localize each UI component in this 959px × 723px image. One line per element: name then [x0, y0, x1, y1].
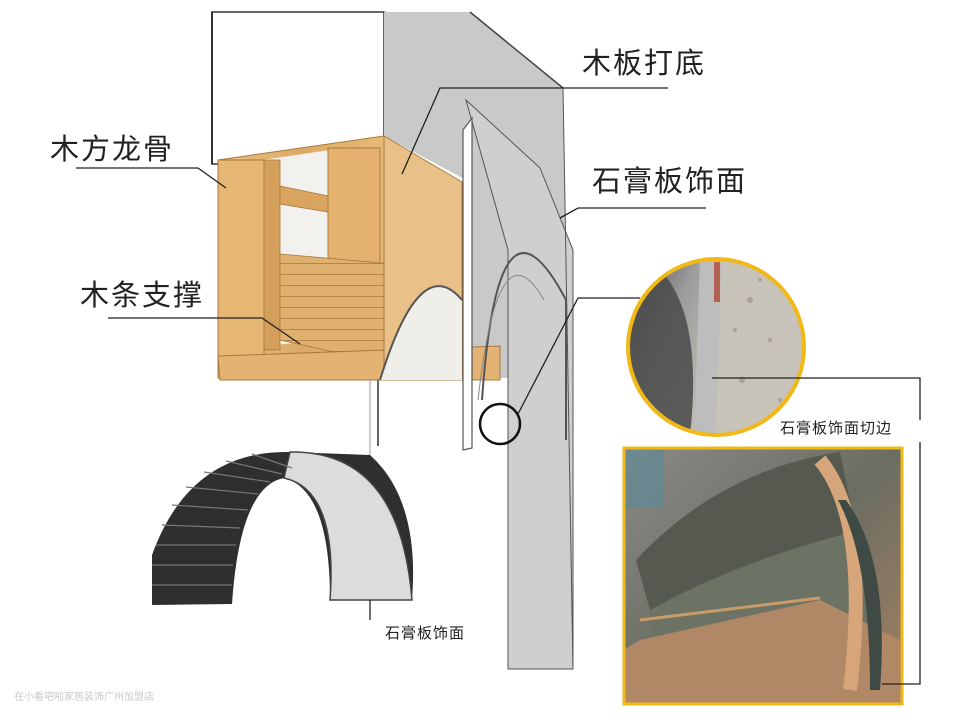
detail-marker-circle: [478, 402, 522, 446]
label-plank-base: 木板打底: [582, 46, 707, 80]
arch-outlines: [462, 116, 640, 451]
ceiling-box: [211, 11, 385, 165]
edge-detail-photo: [626, 257, 806, 437]
leader-lines: [76, 87, 921, 685]
label-wood-strip-support: 木条支撑: [80, 278, 205, 312]
gypsum-arch-piece: [152, 451, 414, 620]
arch-edge-photo: [622, 446, 904, 706]
watermark: 在小看吧啦家居装饰广州加盟店: [14, 692, 154, 703]
gypsum-wall-panel: [384, 11, 574, 670]
label-wood-keel: 木方龙骨: [50, 132, 175, 166]
label-gypsum-finish-right: 石膏板饰面: [592, 164, 748, 198]
label-gypsum-finish-bottom: 石膏板饰面: [385, 624, 466, 642]
label-gypsum-edge-cut: 石膏板饰面切边: [780, 419, 893, 437]
wood-keel-frame: [217, 135, 501, 470]
